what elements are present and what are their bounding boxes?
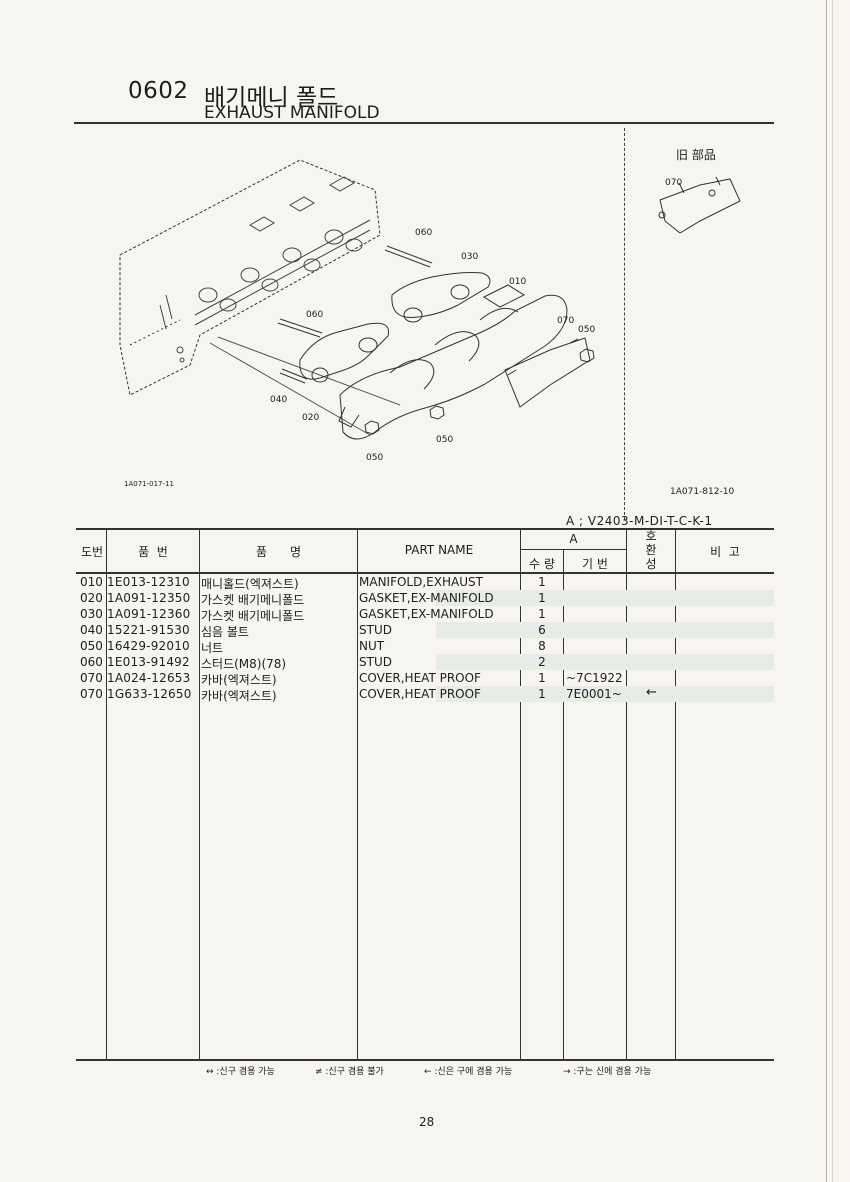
row-qty: 6 bbox=[538, 623, 546, 637]
row-name-korean: 가스켓 배기메니폴드 bbox=[201, 593, 305, 607]
header-part-no: 품 번 bbox=[138, 545, 168, 559]
figure-ref-left: 1A071-017-11 bbox=[124, 480, 174, 488]
row-part-name: MANIFOLD,EXHAUST bbox=[359, 575, 483, 589]
row-part-name: COVER,HEAT PROOF bbox=[359, 687, 481, 701]
row-name-korean: 가스켓 배기메니폴드 bbox=[201, 609, 305, 623]
section-title-korean: 배기메니 폴드 bbox=[204, 85, 339, 111]
header-compat: 호 환 성 bbox=[645, 529, 657, 571]
header-remark: 비 고 bbox=[710, 545, 740, 559]
row-name-korean: 스터드(M8)(78) bbox=[201, 657, 287, 671]
col-line bbox=[520, 528, 521, 1060]
callout-030: 030 bbox=[461, 252, 479, 262]
row-qty: 1 bbox=[538, 575, 546, 589]
table-row: 020 1A091-12350 가스켓 배기메니폴드 GASKET,EX-MAN… bbox=[76, 590, 774, 607]
callout-020: 020 bbox=[302, 413, 320, 423]
figure-ref-right: 1A071-812-10 bbox=[670, 487, 735, 497]
row-serial: 7E0001~ bbox=[566, 687, 622, 701]
callout-060: 060 bbox=[306, 310, 324, 320]
row-part-no: 16429-92010 bbox=[107, 639, 190, 653]
header-name-korean: 품 명 bbox=[256, 545, 301, 559]
row-part-no: 15221-91530 bbox=[107, 623, 190, 637]
table-row: 010 1E013-12310 매니홀드(엑져스트) MANIFOLD,EXHA… bbox=[76, 574, 774, 591]
table-row: 050 16429-92010 너트 NUT 8 bbox=[76, 638, 774, 655]
old-parts-label: 旧 部品 bbox=[676, 148, 716, 162]
row-no: 010 bbox=[80, 575, 103, 589]
row-part-name: GASKET,EX-MANIFOLD bbox=[359, 591, 494, 605]
header-no: 도번 bbox=[80, 545, 104, 559]
callout-050: 050 bbox=[578, 325, 596, 335]
section-code: 0602 bbox=[128, 78, 189, 104]
row-part-no: 1A091-12350 bbox=[107, 591, 191, 605]
group-sub-rule bbox=[520, 549, 626, 550]
row-qty: 1 bbox=[538, 607, 546, 621]
row-no: 070 bbox=[80, 687, 103, 701]
table-top-rule bbox=[76, 528, 774, 530]
callout-050: 050 bbox=[436, 435, 454, 445]
callout-040: 040 bbox=[270, 395, 288, 405]
title-rule bbox=[74, 122, 774, 124]
row-part-no: 1A024-12653 bbox=[107, 671, 191, 685]
row-no: 060 bbox=[80, 655, 103, 669]
row-qty: 1 bbox=[538, 591, 546, 605]
row-part-name: COVER,HEAT PROOF bbox=[359, 671, 481, 685]
col-line bbox=[675, 528, 676, 1060]
row-no: 070 bbox=[80, 671, 103, 685]
row-compat-arrow: ← bbox=[646, 685, 657, 700]
page-edge bbox=[832, 0, 833, 1182]
row-name-korean: 카바(엑져스트) bbox=[201, 673, 277, 687]
row-qty: 2 bbox=[538, 655, 546, 669]
callout-060: 060 bbox=[415, 228, 433, 238]
legend-none: ≠ :신구 겸용 불가 bbox=[315, 1067, 384, 1077]
row-qty: 1 bbox=[538, 671, 546, 685]
page-edge bbox=[826, 0, 827, 1182]
callout-010: 010 bbox=[509, 277, 527, 287]
exhaust-manifold-diagram bbox=[119, 159, 741, 440]
row-no: 040 bbox=[80, 623, 103, 637]
col-line bbox=[563, 549, 564, 1060]
row-no: 050 bbox=[80, 639, 103, 653]
row-part-no: 1G633-12650 bbox=[107, 687, 192, 701]
table-row: 070 1A024-12653 카바(엑져스트) COVER,HEAT PROO… bbox=[76, 670, 774, 687]
legend-both: ↔ :신구 겸용 가능 bbox=[206, 1067, 275, 1077]
page-number: 28 bbox=[419, 1115, 435, 1129]
legend-old-on-new: → :구는 신에 겸용 가능 bbox=[563, 1067, 652, 1077]
table-row: 060 1E013-91492 스터드(M8)(78) STUD 2 bbox=[76, 654, 774, 671]
header-group: A bbox=[569, 532, 578, 546]
row-name-korean: 매니홀드(엑져스트) bbox=[201, 577, 299, 591]
table-row: 070 1G633-12650 카바(엑져스트) COVER,HEAT PROO… bbox=[76, 685, 774, 703]
row-name-korean: 카바(엑져스트) bbox=[201, 689, 277, 703]
figure-divider bbox=[624, 128, 625, 520]
col-line bbox=[106, 528, 107, 1060]
col-line bbox=[357, 528, 358, 1060]
row-part-no: 1E013-91492 bbox=[107, 655, 190, 669]
row-serial: ~7C1922 bbox=[566, 671, 623, 685]
row-qty: 1 bbox=[538, 687, 546, 701]
table-header-rule bbox=[76, 572, 774, 574]
section-title-english: EXHAUST MANIFOLD bbox=[204, 103, 380, 123]
col-line bbox=[199, 528, 200, 1060]
row-part-no: 1A091-12360 bbox=[107, 607, 191, 621]
model-line: A ; V2403-M-DI-T-C-K-1 bbox=[566, 514, 713, 528]
row-part-name: STUD bbox=[359, 655, 392, 669]
row-part-name: NUT bbox=[359, 639, 385, 653]
row-no: 030 bbox=[80, 607, 103, 621]
header-serial: 기 번 bbox=[582, 557, 608, 571]
row-name-korean: 너트 bbox=[201, 641, 224, 655]
callout-070: 070 bbox=[557, 316, 575, 326]
table-bottom-rule bbox=[76, 1059, 774, 1061]
row-part-name: GASKET,EX-MANIFOLD bbox=[359, 607, 494, 621]
row-qty: 8 bbox=[538, 639, 546, 653]
row-part-name: STUD bbox=[359, 623, 392, 637]
callout-070: 070 bbox=[665, 178, 683, 188]
legend-new-on-old: ← :신은 구에 겸용 가능 bbox=[424, 1067, 513, 1077]
table-row: 030 1A091-12360 가스켓 배기메니폴드 GASKET,EX-MAN… bbox=[76, 606, 774, 623]
row-part-no: 1E013-12310 bbox=[107, 575, 190, 589]
table-row: 040 15221-91530 심음 볼트 STUD 6 bbox=[76, 622, 774, 639]
header-qty: 수 량 bbox=[529, 557, 555, 571]
callout-050: 050 bbox=[366, 453, 384, 463]
row-no: 020 bbox=[80, 591, 103, 605]
col-line bbox=[626, 528, 627, 1060]
header-part-name: PART NAME bbox=[404, 543, 474, 557]
row-name-korean: 심음 볼트 bbox=[201, 625, 249, 639]
